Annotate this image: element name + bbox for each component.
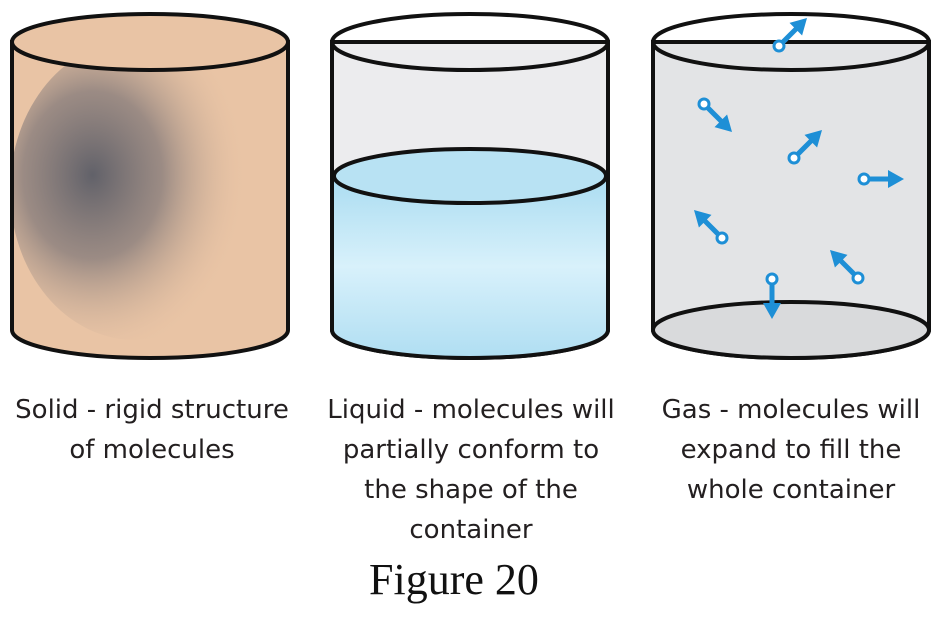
caption-liquid: Liquid - molecules will partially confor… (321, 390, 621, 550)
liquid-bottom-rim (330, 329, 610, 360)
caption-line: expand to fill the (680, 435, 902, 465)
liquid-surface (332, 147, 608, 205)
caption-line: Liquid - molecules will (327, 395, 615, 425)
states-of-matter-diagram (10, 12, 931, 360)
gas-top-rim (651, 12, 931, 72)
gas-molecules (694, 18, 904, 319)
gas-bottom-ellipse (651, 300, 931, 360)
caption-line: of molecules (69, 435, 235, 465)
gas-molecule-up-left-icon (830, 250, 865, 285)
gas-molecule-up-right-icon (772, 18, 807, 53)
solid-shadow (10, 40, 260, 340)
gas-molecule-down-icon (763, 272, 781, 319)
caption-line: the shape of the (364, 475, 578, 505)
gas-molecule-up-right-icon (787, 130, 822, 165)
gas-molecule-right-icon (857, 170, 904, 188)
liquid-water-body (334, 176, 606, 357)
gas-molecule-down-right-icon (697, 97, 732, 132)
caption-line: partially conform to (342, 435, 600, 465)
gas-container (651, 12, 931, 360)
caption-line: container (409, 515, 533, 545)
gas-molecule-up-left-icon (694, 210, 729, 245)
solid-container (10, 12, 290, 360)
liquid-top-rim (330, 12, 610, 72)
caption-line: whole container (686, 475, 896, 505)
figure-label: Figure 20 (369, 555, 539, 604)
caption-gas: Gas - molecules will expand to fill the … (641, 390, 941, 510)
caption-line: Solid - rigid structure (15, 395, 289, 425)
solid-top (10, 12, 290, 72)
liquid-container (330, 12, 610, 360)
caption-solid: Solid - rigid structure of molecules (2, 390, 302, 470)
caption-line: Gas - molecules will (661, 395, 921, 425)
